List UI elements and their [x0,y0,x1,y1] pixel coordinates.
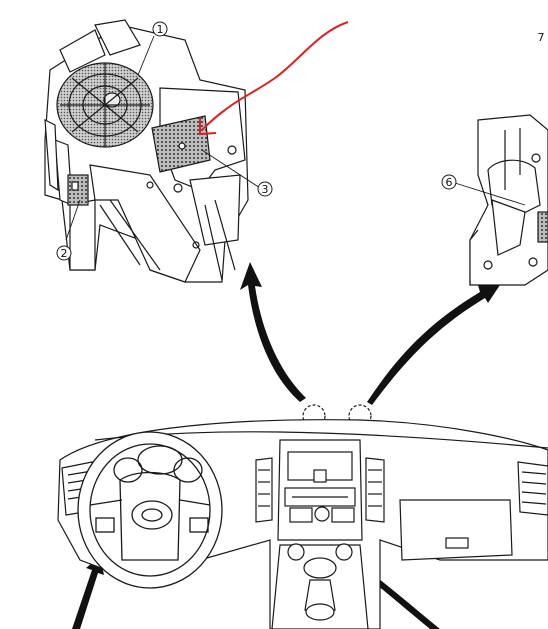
svg-text:3: 3 [262,183,269,196]
arrow-to-right-assembly [367,285,500,405]
callout-6: 6 [441,174,457,190]
callout-leaders-left [65,35,261,241]
callout-1: 1 [152,21,168,37]
hvac-unit-left-illustration [44,19,249,283]
callout-7: 7 [538,31,545,44]
arrow-to-left-assembly [240,262,306,402]
svg-text:6: 6 [446,176,453,189]
svg-text:7: 7 [538,31,545,44]
red-annotation-arrowhead [199,118,217,136]
callout-leaders-right [454,182,526,206]
arrow-to-steering-area [72,556,104,629]
red-annotation-arrow [201,21,349,131]
callout-3: 3 [257,181,273,197]
svg-text:1: 1 [157,23,164,36]
callout-2: 2 [56,245,72,261]
steering-wheel-illustration [77,431,223,589]
svg-text:2: 2 [61,247,68,260]
